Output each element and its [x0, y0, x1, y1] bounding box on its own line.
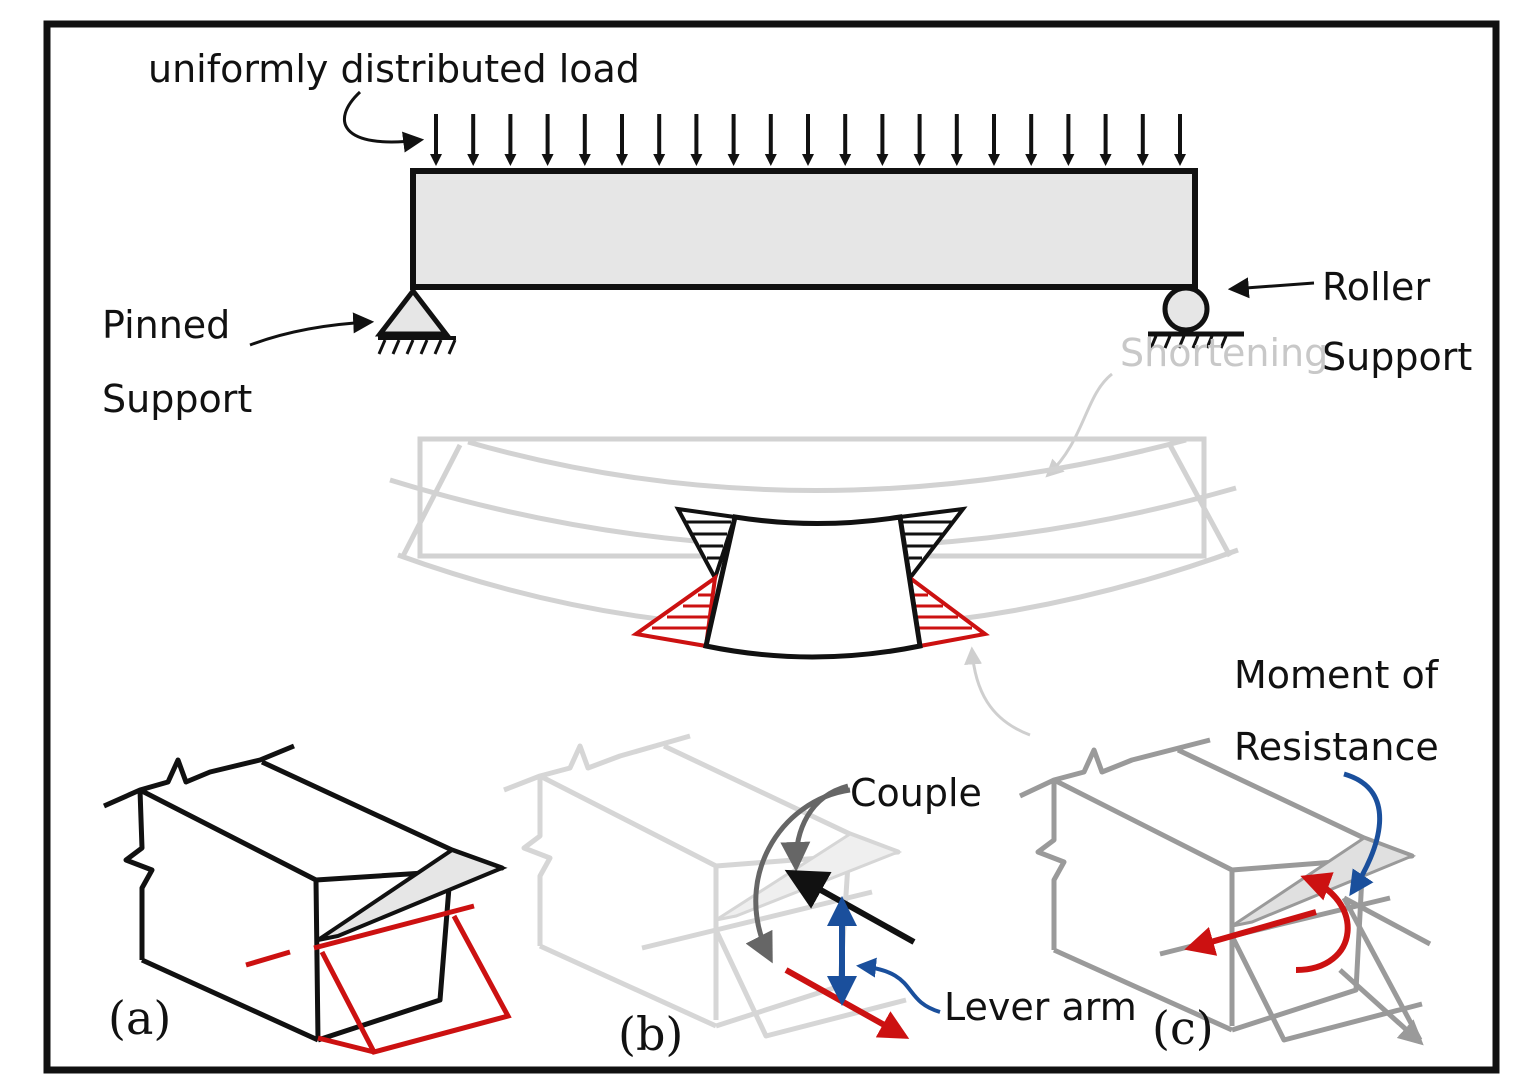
- couple-arrow-to-tension: [745, 787, 851, 964]
- load-arrow-head: [504, 154, 517, 166]
- roller-label-line1: Roller: [1322, 265, 1430, 309]
- load-arrow-head: [802, 154, 814, 166]
- load-arrow-head: [1025, 154, 1038, 166]
- panel-b-label: (b): [618, 1007, 683, 1061]
- load-arrow-head: [913, 154, 926, 166]
- load-arrow-head: [876, 154, 889, 166]
- panel-a-label: (a): [108, 991, 171, 1045]
- load-arrow-head: [1062, 154, 1075, 166]
- load-arrow-head: [467, 154, 480, 166]
- udl-label: uniformly distributed load: [148, 47, 640, 91]
- tension-stress-block-left: [630, 573, 718, 649]
- outer-frame: [43, 20, 1500, 1074]
- couple-arrow-to-compression: [780, 783, 849, 872]
- moment-pointer-arrow: [1343, 771, 1382, 897]
- udl-arrows: [430, 114, 1186, 166]
- load-arrow-head: [541, 154, 554, 166]
- pinned-pointer-arrow: [249, 312, 375, 347]
- roller-pointer-arrow: [1227, 277, 1315, 299]
- lever-arm-pointer-arrow: [856, 957, 941, 1014]
- load-arrow-head: [988, 154, 1000, 166]
- beam: [410, 168, 1198, 290]
- load-arrow-head: [1136, 154, 1149, 166]
- udl-pointer-arrow: [343, 90, 425, 153]
- load-arrow-head: [1099, 154, 1112, 166]
- load-arrow-head: [653, 154, 666, 166]
- load-arrow-head: [578, 154, 591, 166]
- moment-label-line1: Moment of: [1234, 653, 1440, 697]
- beam-segment: [703, 514, 923, 660]
- panel-c-tension-arrow: [1184, 909, 1317, 956]
- tension-stress-block-right: [907, 573, 990, 649]
- panel-b-block: [503, 733, 907, 1039]
- panel-c-label: (c): [1152, 1001, 1214, 1055]
- load-arrow-head: [616, 154, 628, 166]
- roller-label-line2: Support: [1322, 335, 1472, 379]
- compression-stress-block-left: [674, 506, 738, 584]
- load-arrow-head: [839, 154, 852, 166]
- load-arrow-head: [430, 154, 442, 166]
- panel-c-section-arrow: [1338, 968, 1424, 1046]
- couple-label: Couple: [850, 771, 982, 815]
- lever-arm-label: Lever arm: [944, 985, 1137, 1029]
- load-arrow-head: [1174, 154, 1186, 166]
- pinned-label-line1: Pinned: [102, 303, 230, 347]
- panel-a-tension-face: [245, 903, 512, 1055]
- shortening-pointer-arrow: [1045, 372, 1113, 478]
- load-arrow-head: [950, 154, 963, 166]
- load-arrow-head: [690, 154, 703, 166]
- load-arrow-head: [727, 154, 740, 166]
- moment-link-arrow: [964, 646, 1031, 737]
- panel-a-compression-face: [316, 847, 508, 942]
- moment-of-resistance-arrow: [1295, 872, 1351, 973]
- pinned-support: [374, 286, 457, 355]
- shortening-label: Shortening: [1120, 331, 1328, 375]
- load-arrow-head: [764, 154, 777, 166]
- pinned-label-line2: Support: [102, 377, 252, 421]
- moment-label-line2: Resistance: [1234, 725, 1439, 769]
- roller-support: [1148, 285, 1244, 349]
